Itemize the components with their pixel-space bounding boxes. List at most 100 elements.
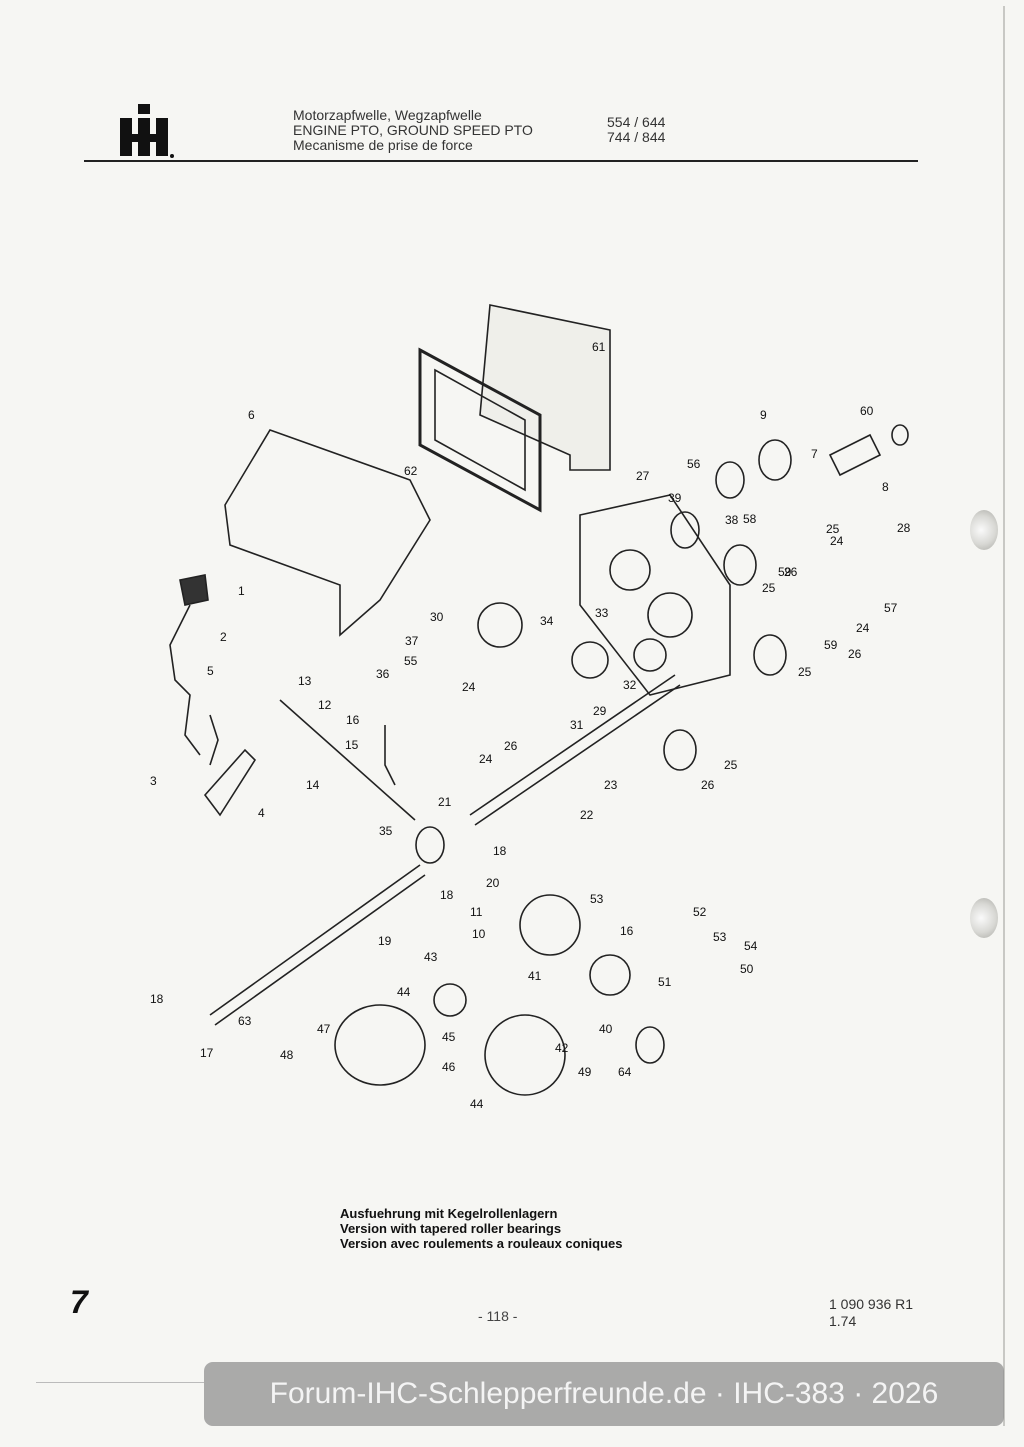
part-label: 26	[701, 778, 715, 792]
page-edge	[1003, 6, 1005, 1426]
title-german: Motorzapfwelle, Wegzapfwelle	[293, 107, 482, 123]
part-label: 24	[479, 752, 493, 766]
models-line-1: 554 / 644	[607, 114, 666, 130]
part-label: 40	[599, 1022, 613, 1036]
section-number: 7	[70, 1284, 88, 1320]
page-number: - 118 -	[478, 1308, 518, 1324]
part-label: 49	[578, 1065, 592, 1079]
part-label: 30	[430, 610, 444, 624]
part-label: 16	[620, 924, 634, 938]
part-label: 21	[438, 795, 452, 809]
part-label: 23	[604, 778, 618, 792]
part-label: 24	[856, 621, 870, 635]
part-label: 7	[811, 447, 818, 461]
part-label: 42	[555, 1041, 569, 1055]
punch-hole-lower	[970, 898, 998, 938]
part-label: 63	[238, 1014, 252, 1028]
diagram-drawing	[169, 304, 909, 1096]
part-label: 8	[882, 480, 889, 494]
part-label: 35	[379, 824, 393, 838]
part-label: 26	[784, 565, 798, 579]
part-label: 4	[258, 806, 265, 820]
part-label: 15	[345, 738, 359, 752]
part-label: 52	[693, 905, 707, 919]
part-label: 64	[618, 1065, 632, 1079]
part-label: 56	[687, 457, 701, 471]
part-label: 59	[824, 638, 838, 652]
forum-watermark-banner: Forum-IHC-Schlepperfreunde.de · IHC-383 …	[204, 1362, 1004, 1426]
part-label: 26	[504, 739, 518, 753]
part-label: 22	[580, 808, 594, 822]
part-label: 27	[636, 469, 650, 483]
part-label: 29	[593, 704, 607, 718]
part-label: 26	[848, 647, 862, 661]
part-label: 18	[440, 888, 454, 902]
footer-line	[36, 1382, 204, 1383]
part-label: 61	[592, 340, 606, 354]
part-label: 12	[318, 698, 332, 712]
part-label: 20	[486, 876, 500, 890]
part-label: 16	[346, 713, 360, 727]
document-title: Motorzapfwelle, Wegzapfwelle ENGINE PTO,…	[293, 108, 533, 153]
title-french: Mecanisme de prise de force	[293, 137, 473, 153]
exploded-parts-diagram: 1 2 3 4 5 6 7 8 9 10 11 12 13 14 15 16 1…	[150, 304, 911, 1111]
part-label: 18	[493, 844, 507, 858]
part-label: 46	[442, 1060, 456, 1074]
part-label: 37	[405, 634, 419, 648]
part-label: 10	[472, 927, 486, 941]
document-reference: 1 090 936 R1 1.74	[829, 1296, 913, 1330]
part-label: 60	[860, 404, 874, 418]
part-label: 44	[470, 1097, 484, 1111]
part-label: 45	[442, 1030, 456, 1044]
header-rule	[84, 160, 918, 162]
part-label: 2	[220, 630, 227, 644]
part-label: 38	[725, 513, 739, 527]
part-label: 33	[595, 606, 609, 620]
caption-german: Ausfuehrung mit Kegelrollenlagern	[340, 1206, 558, 1221]
title-english: ENGINE PTO, GROUND SPEED PTO	[293, 122, 533, 138]
ih-logo-icon	[120, 104, 174, 158]
model-numbers: 554 / 644 744 / 844	[607, 115, 665, 145]
models-line-2: 744 / 844	[607, 129, 666, 145]
part-label: 51	[658, 975, 672, 989]
part-label: 9	[760, 408, 767, 422]
part-label: 24	[830, 534, 844, 548]
part-label: 25	[826, 522, 840, 536]
part-label: 31	[570, 718, 584, 732]
part-label: 25	[724, 758, 738, 772]
part-label: 43	[424, 950, 438, 964]
punch-hole-upper	[970, 510, 998, 550]
part-label: 53	[713, 930, 727, 944]
part-label: 34	[540, 614, 554, 628]
part-label: 32	[623, 678, 637, 692]
part-label: 11	[470, 905, 483, 919]
caption-french: Version avec roulements a rouleaux coniq…	[340, 1236, 623, 1251]
part-label: 25	[798, 665, 812, 679]
part-label: 50	[740, 962, 754, 976]
part-label: 3	[150, 774, 157, 788]
part-label: 54	[744, 939, 758, 953]
part-label: 58	[743, 512, 757, 526]
part-label: 14	[306, 778, 320, 792]
diagram-caption: Ausfuehrung mit Kegelrollenlagern Versio…	[340, 1206, 623, 1251]
part-label: 18	[150, 992, 164, 1006]
part-label: 39	[668, 491, 682, 505]
part-label: 47	[317, 1022, 331, 1036]
part-label: 44	[397, 985, 411, 999]
part-label: 57	[884, 601, 898, 615]
part-label: 17	[200, 1046, 214, 1060]
part-label: 28	[897, 521, 911, 535]
part-label: 59	[778, 565, 792, 579]
part-label: 62	[404, 464, 418, 478]
doc-date: 1.74	[829, 1313, 857, 1329]
part-label: 1	[238, 584, 245, 598]
part-label: 24	[462, 680, 476, 694]
part-label: 19	[378, 934, 392, 948]
part-number-labels: 1 2 3 4 5 6 7 8 9 10 11 12 13 14 15 16 1…	[150, 340, 911, 1111]
part-label: 5	[207, 664, 214, 678]
part-label: 6	[248, 408, 255, 422]
part-label: 36	[376, 667, 390, 681]
part-label: 55	[404, 654, 418, 668]
caption-english: Version with tapered roller bearings	[340, 1221, 562, 1236]
part-label: 48	[280, 1048, 294, 1062]
